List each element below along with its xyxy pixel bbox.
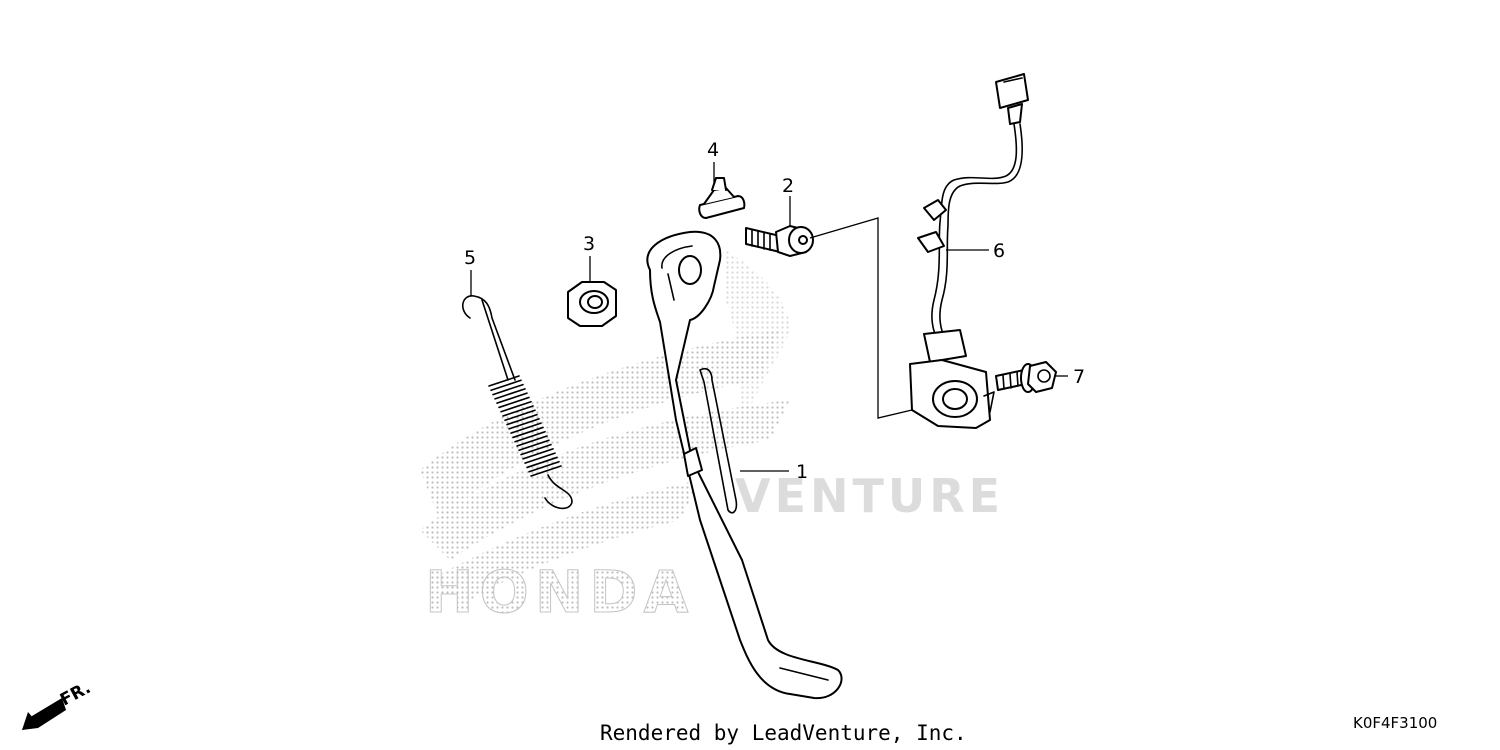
spring-coil: [502, 405, 534, 417]
leader-lines: [470, 162, 1068, 472]
side-stand-switch-icon: [909, 73, 1029, 429]
rubber-stopper-icon: [698, 177, 746, 219]
spring-coil: [494, 388, 526, 400]
spring-coil: [522, 448, 554, 460]
callout-4: 4: [707, 139, 719, 161]
spring-coil: [518, 439, 550, 452]
spring-coil: [490, 379, 522, 392]
honda-wing-watermark: [420, 250, 790, 600]
callout-3: 3: [583, 233, 595, 255]
callout-5: 5: [464, 247, 476, 269]
return-spring-icon: [462, 295, 573, 510]
spring-coil: [528, 460, 560, 473]
spring-coil: [500, 400, 532, 413]
footer-credit: Rendered by LeadVenture, Inc.: [600, 721, 967, 745]
front-direction-arrow-icon: FR.: [22, 678, 94, 730]
spring-coil: [510, 422, 542, 434]
nut-icon: [567, 281, 617, 327]
spring-coil: [520, 443, 552, 456]
flange-bolt-icon: [995, 361, 1057, 393]
spring-coil: [504, 409, 536, 422]
spring-coil: [526, 456, 558, 469]
spring-coil: [512, 426, 544, 439]
spring-coil: [496, 392, 528, 404]
callout-6: 6: [993, 240, 1005, 262]
diagram-code: K0F4F3100: [1353, 714, 1437, 732]
spring-coil: [514, 430, 546, 443]
honda-brand-watermark: HONDA: [425, 558, 694, 626]
pivot-bolt-icon: [745, 225, 814, 257]
spring-coil: [508, 418, 540, 430]
callout-7: 7: [1073, 366, 1085, 388]
callout-1: 1: [796, 461, 808, 483]
spring-coil: [492, 383, 524, 396]
spring-coil: [524, 452, 556, 464]
spring-coil: [506, 413, 538, 426]
side-stand-icon: [646, 230, 843, 700]
leadventure-watermark: VENTURE: [735, 469, 1004, 523]
spring-coil: [488, 375, 520, 387]
callout-2: 2: [782, 175, 794, 197]
spring-coil: [516, 435, 548, 447]
spring-coil: [530, 465, 562, 477]
spring-coil: [498, 396, 530, 409]
